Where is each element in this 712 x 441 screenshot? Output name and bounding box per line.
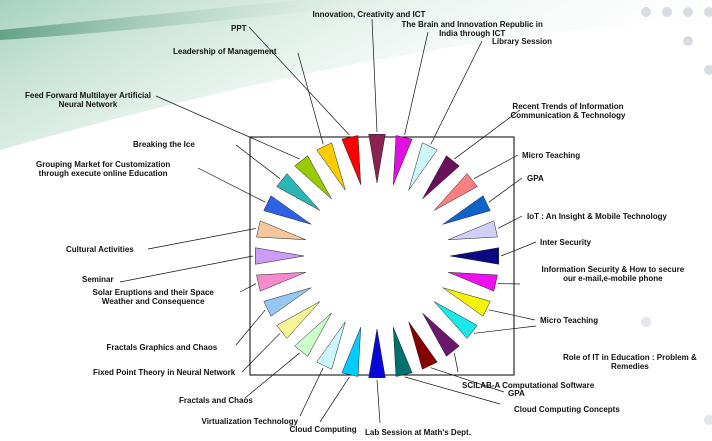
wedge bbox=[392, 135, 413, 185]
wedge bbox=[408, 321, 438, 370]
wedge bbox=[316, 142, 346, 191]
wedge bbox=[368, 328, 386, 378]
leader-line bbox=[488, 177, 523, 203]
leader-lines bbox=[119, 18, 537, 424]
topic-label: Library Session bbox=[492, 37, 553, 46]
wedge bbox=[392, 327, 413, 377]
leader-line bbox=[235, 309, 266, 346]
leader-line bbox=[454, 109, 521, 160]
leader-line bbox=[155, 95, 300, 160]
background-swoosh bbox=[0, 0, 712, 150]
topic-label: Information Security & How to secure our… bbox=[541, 265, 685, 283]
leader-line bbox=[497, 215, 523, 229]
leader-line bbox=[147, 228, 257, 250]
wedge bbox=[422, 312, 460, 357]
topic-label: PPT bbox=[231, 24, 247, 33]
wedge bbox=[442, 195, 491, 225]
topic-label: Feed Forward Multilayer Artificial Neura… bbox=[25, 91, 151, 109]
topic-label: Fractals Graphics and Chaos bbox=[106, 343, 218, 352]
background-decoration bbox=[0, 0, 712, 425]
topic-label: The Brain and Innovation Republic in Ind… bbox=[401, 20, 543, 38]
wedge bbox=[368, 134, 386, 184]
leader-line bbox=[430, 367, 505, 393]
topic-label: Virtualization Technology bbox=[201, 417, 299, 426]
wedge bbox=[276, 173, 321, 211]
wedge bbox=[422, 155, 460, 200]
wedge bbox=[256, 271, 306, 292]
topic-label: Lab Session at Math's Dept. bbox=[365, 428, 471, 437]
leader-line bbox=[500, 241, 537, 257]
topic-label: Role of IT in Education : Problem & Reme… bbox=[563, 353, 697, 371]
topic-label: Micro Teaching bbox=[522, 151, 581, 160]
wedge bbox=[341, 327, 362, 377]
topic-label: Fractals and Chaos bbox=[179, 396, 253, 405]
wedge bbox=[408, 142, 438, 191]
topic-label: GPA bbox=[508, 389, 525, 398]
leader-line bbox=[473, 325, 537, 334]
topic-label: Solar Eruptions and their Space Weather … bbox=[92, 288, 214, 306]
wedge bbox=[263, 195, 312, 225]
decor-dot bbox=[641, 7, 651, 17]
topic-label: Cultural Activities bbox=[66, 245, 134, 254]
topic-label: Leadership of Management bbox=[173, 47, 277, 56]
wedge bbox=[448, 220, 498, 241]
wedge bbox=[433, 173, 478, 211]
wedge bbox=[442, 287, 491, 317]
leader-line bbox=[248, 26, 350, 136]
wedge bbox=[294, 312, 332, 357]
wedge bbox=[341, 135, 362, 185]
decor-dot bbox=[683, 7, 693, 17]
decor-dot bbox=[641, 317, 651, 327]
topic-label: Fixed Point Theory in Neural Network bbox=[93, 368, 236, 377]
wedge-ring bbox=[255, 134, 499, 378]
leader-line bbox=[430, 40, 483, 145]
topic-label: Innovation, Creativity and ICT bbox=[312, 10, 426, 19]
topic-label: Inter Security bbox=[540, 238, 592, 247]
topic-label: IoT : An Insight & Mobile Technology bbox=[527, 212, 667, 221]
leader-line bbox=[404, 31, 429, 136]
wedge bbox=[255, 247, 305, 265]
decor-dot bbox=[683, 36, 693, 46]
topic-label: Cloud Computing bbox=[289, 425, 357, 434]
leader-line bbox=[119, 255, 254, 283]
leader-line bbox=[241, 333, 281, 373]
leader-line bbox=[404, 376, 501, 405]
topic-label: Cloud Computing Concepts bbox=[514, 405, 620, 414]
leader-line bbox=[376, 379, 381, 424]
wedge bbox=[263, 287, 312, 317]
leader-line bbox=[299, 367, 324, 417]
leader-line bbox=[473, 154, 519, 179]
topic-label: SCILAB-A Computational Software bbox=[462, 381, 595, 390]
topic-label: GPA bbox=[527, 174, 544, 183]
wedge bbox=[294, 155, 332, 200]
topic-label: Micro Teaching bbox=[540, 316, 599, 325]
leader-line bbox=[197, 167, 266, 203]
leader-line bbox=[488, 309, 536, 321]
wedge bbox=[449, 247, 499, 265]
leader-line bbox=[297, 52, 324, 145]
leader-line bbox=[371, 18, 378, 133]
wedge bbox=[256, 220, 306, 241]
leader-line bbox=[453, 352, 459, 373]
wedge bbox=[433, 301, 478, 339]
wedge bbox=[276, 301, 321, 339]
wedge bbox=[316, 321, 346, 370]
wedge bbox=[448, 271, 498, 292]
leader-line bbox=[244, 352, 300, 399]
topic-label: Seminar bbox=[82, 275, 114, 284]
topic-label: Recent Trends of Information Communicati… bbox=[510, 102, 626, 120]
decor-dot bbox=[662, 7, 672, 17]
background-swoosh bbox=[0, 0, 430, 40]
decor-dot bbox=[704, 415, 712, 425]
leader-line bbox=[235, 144, 281, 179]
leader-line bbox=[319, 376, 350, 423]
decor-dot bbox=[704, 65, 712, 75]
topic-label: Grouping Market for Customization throug… bbox=[36, 160, 171, 178]
topic-label: Breaking the Ice bbox=[133, 140, 195, 149]
decor-dot bbox=[704, 7, 712, 17]
leader-line bbox=[239, 283, 257, 293]
